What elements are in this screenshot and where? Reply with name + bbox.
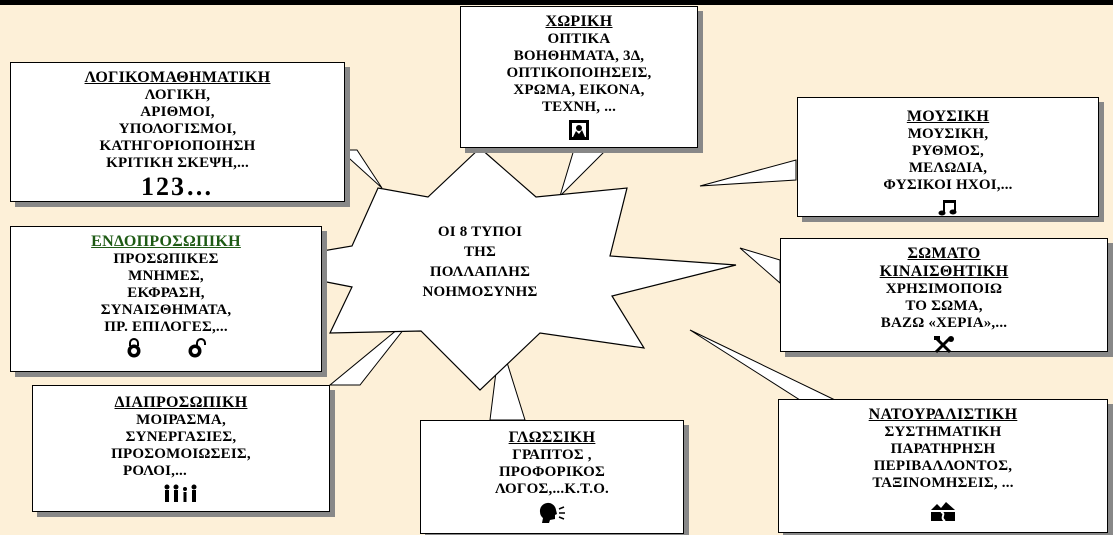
box-title: ΚΙΝΑΙΣΘΗΤΙΚΗ <box>879 263 1009 280</box>
box-musical: ΜΟΥΣΙΚΗ ΜΟΥΣΙΚΗ, ΡΥΘΜΟΣ, ΜΕΛΩΔΙΑ, ΦΥΣΙΚΟ… <box>797 97 1099 217</box>
box-title: ΓΛΩΣΣΙΚΗ <box>508 429 596 446</box>
box-line: ΚΡΙΤΙΚΗ ΣΚΕΨΗ,... <box>106 155 249 171</box>
box-naturalist: ΝΑΤΟΥΡΑΛΙΣΤΙΚΗ ΣΥΣΤΗΜΑΤΙΚΗ ΠΑΡΑΤΗΡΗΣΗ ΠΕ… <box>778 399 1108 533</box>
box-line: ΠΡΟΣΟΜΟΙΩΣΕΙΣ, <box>111 446 251 462</box>
top-border <box>0 0 1113 5</box>
box-line: ΣΥΝΕΡΓΑΣΙΕΣ, <box>125 429 237 445</box>
center-line: ΝΟΗΜΟΣΥΝΗΣ <box>422 284 538 300</box>
box-line: ΥΠΟΛΟΓΙΣΜΟΙ, <box>118 121 237 137</box>
numbers-label: 123… <box>141 172 214 201</box>
tools-icon <box>934 336 954 354</box>
box-line: ΠΡΟΦΟΡΙΚΟΣ <box>498 464 606 480</box>
landscape-road-icon <box>931 502 955 522</box>
box-line: ΤΑΞΙΝΟΜΗΣΕΙΣ, ... <box>872 475 1014 491</box>
box-line: ΤΕΧΝΗ, ... <box>541 99 617 115</box>
box-line: ΤΟ ΣΩΜΑ, <box>905 298 983 314</box>
unlocked-padlock-icon <box>188 338 206 358</box>
box-logical: ΛΟΓΙΚΟΜΑΘΗΜΑΤΙΚΗ ΛΟΓΙΚΗ, ΑΡΙΘΜΟΙ, ΥΠΟΛΟΓ… <box>10 62 345 202</box>
central-star <box>239 147 737 391</box>
box-line: ΠΕΡΙΒΑΛΛΟΝΤΟΣ, <box>873 458 1013 474</box>
box-line: ΜΕΛΩΔΙΑ, <box>908 160 988 176</box>
box-line: ΜΝΗΜΕΣ, <box>128 268 204 284</box>
tail-kinesthetic <box>739 247 781 285</box>
tail-spatial <box>559 145 612 197</box>
box-line: ΡΥΘΜΟΣ, <box>912 143 984 159</box>
box-kinesthetic: ΣΩΜΑΤΟ ΚΙΝΑΙΣΘΗΤΙΚΗ ΧΡΗΣΙΜΟΠΟΙΩ ΤΟ ΣΩΜΑ,… <box>780 238 1108 354</box>
box-line: ΛΟΓΙΚΗ, <box>144 87 211 103</box>
box-line: ΠΡΟΣΩΠΙΚΕΣ <box>113 251 219 267</box>
box-line: ΕΚΦΡΑΣΗ, <box>127 285 205 301</box>
picture-frame-icon <box>569 120 589 140</box>
box-line: ΚΑΤΗΓΟΡΙΟΠΟΙΗΣΗ <box>99 138 256 154</box>
box-spatial: ΧΩΡΙΚΗ ΟΠΤΙΚΑ ΒΟΗΘΗΜΑΤΑ, 3Δ, ΟΠΤΙΚΟΠΟΙΗΣ… <box>460 6 698 148</box>
box-title: ΕΝΔΟΠΡΟΣΩΠΙΚΗ <box>91 233 241 250</box>
center-line: ΟΙ 8 ΤΥΠΟΙ <box>437 224 523 240</box>
people-group-icon <box>164 484 197 502</box>
box-line: ΣΥΣΤΗΜΑΤΙΚΗ <box>884 424 1002 440</box>
tail-musical <box>699 159 797 187</box>
locked-padlock-icon <box>127 338 141 358</box>
box-title: ΧΩΡΙΚΗ <box>545 13 613 30</box>
box-line: ΠΑΡΑΤΗΡΗΣΗ <box>890 441 996 457</box>
speaking-head-icon <box>539 502 565 523</box>
box-title: ΜΟΥΣΙΚΗ <box>906 108 990 125</box>
box-line: ΜΟΙΡΑΣΜΑ, <box>136 412 226 428</box>
box-line: ΒΑΖΩ «ΧΕΡΙΑ»,... <box>880 315 1008 331</box>
box-line: ΛΟΓΟΣ,...Κ.Τ.Ο. <box>494 481 610 497</box>
box-line: ΑΡΙΘΜΟΙ, <box>140 104 215 120</box>
box-line: ΓΡΑΠΤΟΣ , <box>512 447 592 463</box>
center-title: ΟΙ 8 ΤΥΠΟΙ ΤΗΣ ΠΟΛΛΑΠΛΗΣ ΝΟΗΜΟΣΥΝΗΣ <box>400 222 560 302</box>
box-title: ΔΙΑΠΡΟΣΩΠΙΚΗ <box>114 394 248 411</box>
box-line: ΧΡΩΜΑ, ΕΙΚΟΝΑ, <box>513 82 645 98</box>
box-line: ΟΠΤΙΚΑ <box>547 31 611 47</box>
tail-interpersonal <box>328 314 416 386</box>
box-line: ΠΡ. ΕΠΙΛΟΓΕΣ,... <box>104 319 228 335</box>
center-line: ΠΟΛΛΑΠΛΗΣ <box>429 264 531 280</box>
box-line: ΡΟΛΟΙ,... <box>123 463 187 479</box>
box-line: ΧΡΗΣΙΜΟΠΟΙΩ <box>885 281 1003 297</box>
box-line: ΜΟΥΣΙΚΗ, <box>907 126 989 142</box>
box-linguistic: ΓΛΩΣΣΙΚΗ ΓΡΑΠΤΟΣ , ΠΡΟΦΟΡΙΚΟΣ ΛΟΓΟΣ,...Κ… <box>420 420 684 534</box>
padlock-row <box>11 338 321 358</box>
box-line: ΣΥΝΑΙΣΘΗΜΑΤΑ, <box>100 302 232 318</box>
music-notes-icon <box>938 200 957 216</box>
box-title: ΛΟΓΙΚΟΜΑΘΗΜΑΤΙΚΗ <box>84 69 271 86</box>
box-title: ΝΑΤΟΥΡΑΛΙΣΤΙΚΗ <box>868 406 1018 423</box>
box-title: ΣΩΜΑΤΟ <box>907 245 981 262</box>
center-line: ΤΗΣ <box>463 244 497 260</box>
box-interpersonal: ΔΙΑΠΡΟΣΩΠΙΚΗ ΜΟΙΡΑΣΜΑ, ΣΥΝΕΡΓΑΣΙΕΣ, ΠΡΟΣ… <box>32 385 330 512</box>
box-intrapersonal: ΕΝΔΟΠΡΟΣΩΠΙΚΗ ΠΡΟΣΩΠΙΚΕΣ ΜΝΗΜΕΣ, ΕΚΦΡΑΣΗ… <box>10 226 322 372</box>
box-line: ΒΟΗΘΗΜΑΤΑ, 3Δ, <box>513 48 645 64</box>
box-line: ΦΥΣΙΚΟΙ ΗΧΟΙ,... <box>883 177 1013 193</box>
tail-logical <box>338 149 383 189</box>
box-line: ΟΠΤΙΚΟΠΟΙΗΣΕΙΣ, <box>506 65 652 81</box>
